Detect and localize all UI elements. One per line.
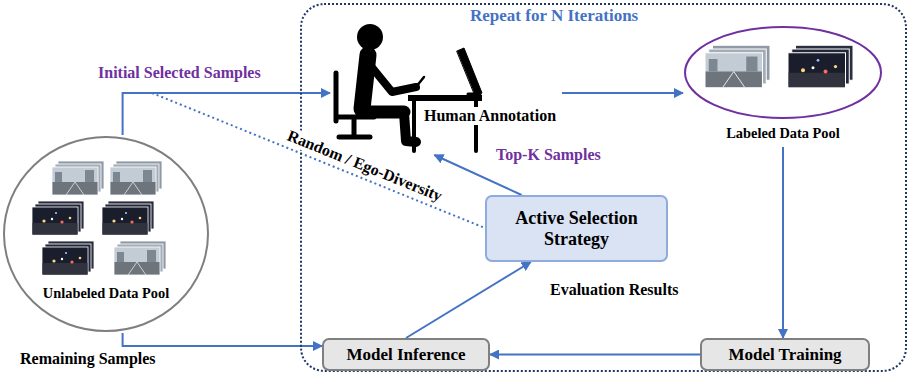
annotator-figure <box>336 24 482 151</box>
human-annotator: Human Annotation <box>330 15 562 155</box>
pool-outline <box>2 135 210 333</box>
box-label: Model Training <box>728 345 841 365</box>
flow-arrow <box>782 147 784 338</box>
edge-label: Initial Selected Samples <box>96 64 263 82</box>
flow-arrow <box>434 155 521 195</box>
box-label: Active Selection Strategy <box>494 208 659 249</box>
labeled-pool: Labeled Data Pool <box>683 25 883 147</box>
process-box: Model Training <box>700 338 870 371</box>
edge-label: Top-K Samples <box>494 146 603 164</box>
process-box: Model Inference <box>322 338 490 371</box>
edge-label: Evaluation Results <box>548 281 680 299</box>
node-label: Human Annotation <box>422 107 558 125</box>
pool-label: Labeled Data Pool <box>683 125 883 142</box>
box-label: Model Inference <box>346 345 465 365</box>
unlabeled-thumbnails <box>32 161 166 275</box>
strategy-note: Random / Ego-Diversity <box>283 126 447 206</box>
labeled-thumbnails <box>705 45 853 88</box>
flow-arrow <box>406 262 531 338</box>
region-title: Repeat for N Iterations <box>470 6 638 26</box>
pool-ellipse <box>685 27 881 118</box>
pool-ellipse <box>4 137 208 331</box>
flow-arrow <box>490 354 700 356</box>
pool-label: Unlabeled Data Pool <box>2 285 210 302</box>
iteration-region: Repeat for N IterationsHuman AnnotationL… <box>300 3 907 372</box>
edge-label: Remaining Samples <box>18 350 158 368</box>
flow-arrow <box>123 93 330 135</box>
strategy-box: Active Selection Strategy <box>485 195 668 262</box>
flow-arrow <box>123 333 322 346</box>
flow-arrow <box>562 92 683 94</box>
unlabeled-pool: Unlabeled Data Pool <box>2 135 210 333</box>
pool-outline <box>683 25 883 120</box>
